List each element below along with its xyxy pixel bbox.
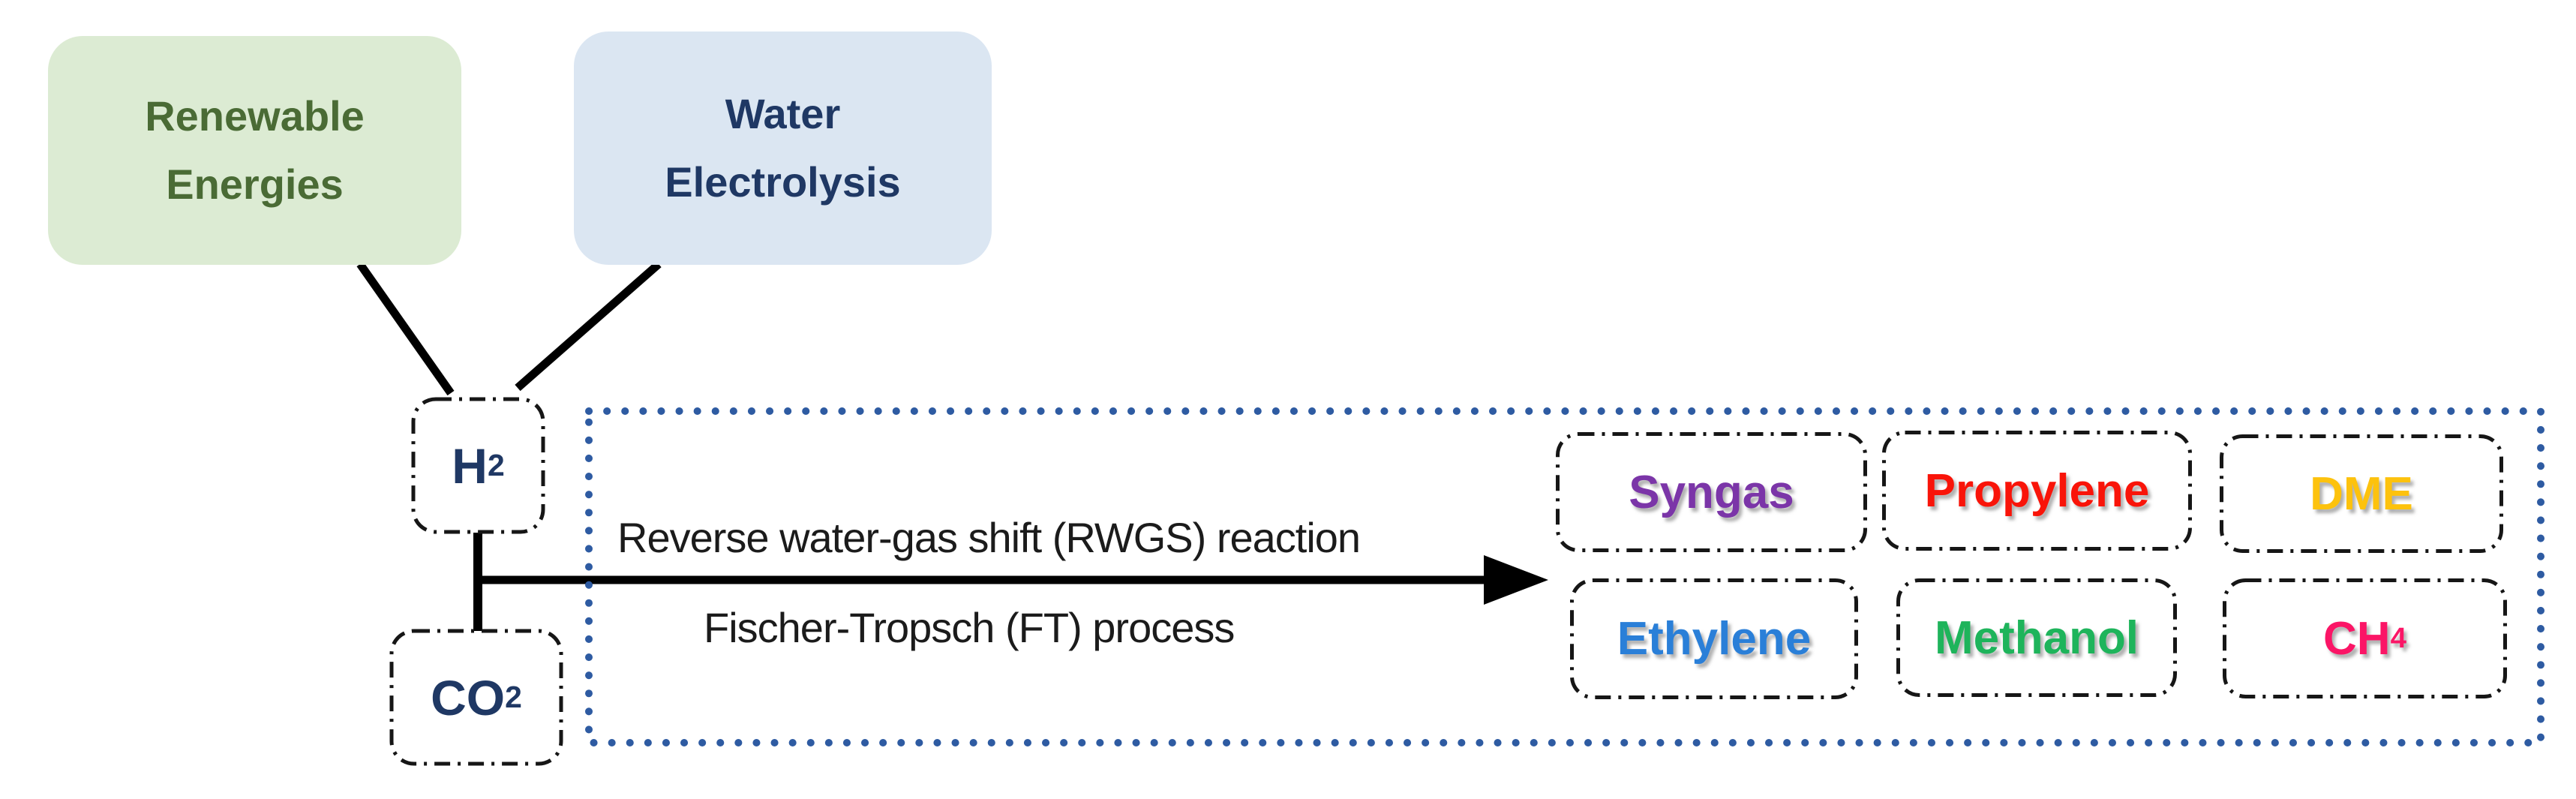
rwgs-reaction-label: Reverse water-gas shift (RWGS) reaction [617,514,1361,561]
renewable-energies-label: Renewable Energies [145,92,365,208]
propylene-box: Propylene [1881,430,2193,551]
propylene-label: Propylene [1924,464,2150,517]
water-electrolysis-label: Water Electrolysis [665,89,901,206]
methanol-box: Methanol [1896,578,2178,698]
ethylene-box: Ethylene [1569,578,1859,700]
h2-box-border [411,397,545,534]
products-container-box [585,407,2544,746]
ethylene-box-border [1570,578,1858,699]
co2-box-border [389,629,563,766]
syngas-box-border [1556,432,1867,552]
products-container-border [585,407,2544,746]
propylene-box-border [1882,431,2192,551]
methanol-label: Methanol [1934,611,2139,664]
syngas-box: Syngas [1555,431,1868,553]
dme-box: DME [2219,434,2504,554]
renewable-to-h2-line [356,261,455,396]
renewable-energies-box: Renewable Energies [48,36,461,265]
fischer-tropsch-label: Fischer-Tropsch (FT) process [704,604,1235,651]
water-electrolysis-box: Water Electrolysis [574,32,992,265]
ethylene-label: Ethylene [1617,613,1812,665]
electrolysis-to-h2-line [515,260,662,392]
ch4-box-border [2223,578,2507,698]
syngas-label: Syngas [1629,466,1794,518]
dme-box-border [2220,434,2503,553]
methanol-box-border [1896,578,2177,697]
dme-label: DME [2310,467,2413,520]
